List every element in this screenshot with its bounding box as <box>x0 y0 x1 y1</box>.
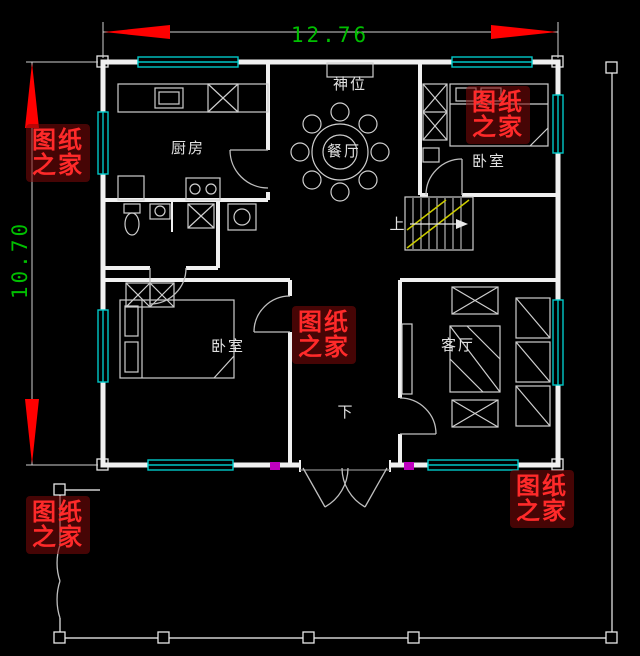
column-marker <box>157 631 170 644</box>
terrace-door <box>56 544 61 619</box>
chair <box>330 182 350 202</box>
column-marker <box>302 631 315 644</box>
column-marker <box>53 483 66 496</box>
kitchen-fixtures <box>117 83 269 201</box>
living-furniture <box>401 286 551 428</box>
armchair <box>451 399 499 428</box>
pillow <box>124 341 139 373</box>
kitchen-counter <box>117 83 269 113</box>
chair <box>358 114 378 134</box>
dimension-arrow-left <box>104 25 170 39</box>
chair <box>330 102 350 122</box>
stairs-up-label: 上 <box>389 216 406 233</box>
nightstand <box>422 147 440 163</box>
door-kitchen <box>229 149 269 189</box>
bathroom-fixtures <box>123 203 257 236</box>
sofa <box>515 297 551 427</box>
range-hood <box>207 83 239 113</box>
door-bedroom-bottom <box>253 295 291 333</box>
washbasin <box>149 203 171 220</box>
door-bedroom-top <box>425 158 463 196</box>
dining-table <box>290 102 390 202</box>
fridge <box>117 175 145 201</box>
tv-cabinet <box>401 323 413 395</box>
window <box>147 459 234 471</box>
washing-machine <box>227 203 257 231</box>
bedroom-top-label: 卧室 <box>472 153 506 170</box>
dimension-left: 10.70 <box>8 61 98 466</box>
watermark: 图纸之家 <box>26 124 90 182</box>
window <box>427 459 519 471</box>
stove <box>185 177 221 201</box>
column-marker <box>53 631 66 644</box>
entry-down-label: 下 <box>337 404 354 421</box>
plumbing-markers <box>270 462 414 470</box>
watermark: 图纸之家 <box>26 496 90 554</box>
shower <box>187 203 215 229</box>
stairs <box>404 196 474 251</box>
column-marker <box>605 631 618 644</box>
column-marker <box>407 631 420 644</box>
bedroom-bottom-label: 卧室 <box>211 338 245 355</box>
watermark: 图纸之家 <box>292 306 356 364</box>
armchair <box>451 286 499 315</box>
dimension-arrow-right <box>491 25 557 39</box>
dimension-width-label: 12.76 <box>291 23 369 47</box>
window <box>552 94 564 154</box>
window <box>97 309 109 383</box>
dining-label: 餐厅 <box>327 143 361 160</box>
living-label: 客厅 <box>441 337 475 354</box>
plumbing-marker <box>404 462 414 470</box>
chair <box>370 142 390 162</box>
chair <box>358 170 378 190</box>
column-marker <box>605 61 618 74</box>
watermark: 图纸之家 <box>466 86 530 144</box>
windows <box>97 56 564 471</box>
dimension-arrow-up <box>25 63 39 128</box>
plumbing-marker <box>270 462 280 470</box>
shrine-niche <box>326 62 374 78</box>
stair-direction-arrow <box>410 219 468 229</box>
chair <box>302 170 322 190</box>
window <box>451 56 533 68</box>
pillow <box>124 305 139 337</box>
door-living <box>399 397 437 435</box>
wardrobe-top <box>422 83 448 163</box>
dimension-arrow-down <box>25 399 39 464</box>
window <box>137 56 239 68</box>
dimension-top: 12.76 <box>102 22 559 58</box>
chair <box>302 114 322 134</box>
window <box>552 299 564 386</box>
window <box>97 111 109 175</box>
entrance-double-door <box>300 467 390 508</box>
door-bathroom <box>149 267 187 305</box>
bed-bottom <box>119 299 235 379</box>
chair <box>290 142 310 162</box>
toilet <box>123 203 141 236</box>
watermark: 图纸之家 <box>510 470 574 528</box>
shrine-label: 神位 <box>333 76 367 93</box>
doors <box>149 149 463 508</box>
entrance-opening <box>300 456 390 468</box>
kitchen-label: 厨房 <box>171 140 205 157</box>
dimension-height-label: 10.70 <box>8 221 32 299</box>
kitchen-sink <box>154 87 184 109</box>
coffee-table <box>449 325 501 393</box>
